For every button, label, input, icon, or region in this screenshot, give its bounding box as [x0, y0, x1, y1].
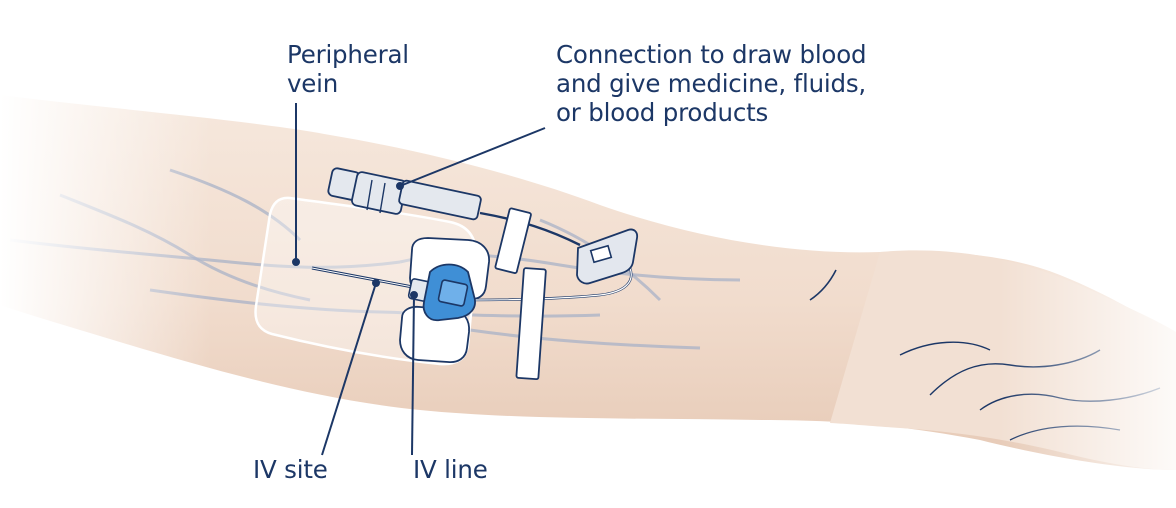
label-iv-line-text: IV line [413, 455, 488, 484]
label-peripheral-vein-line-2: vein [287, 69, 409, 98]
label-connection-line-1: Connection to draw blood [556, 40, 866, 69]
label-connection-line-3: or blood products [556, 98, 866, 127]
leader-iv-line-dot [411, 292, 417, 298]
leader-iv-site-dot [373, 280, 379, 286]
label-iv-line: IV line [413, 455, 488, 484]
leader-connection-dot [397, 183, 403, 189]
label-iv-site: IV site [253, 455, 328, 484]
label-connection-line-2: and give medicine, fluids, [556, 69, 866, 98]
label-iv-site-text: IV site [253, 455, 328, 484]
label-connection: Connection to draw blood and give medici… [556, 40, 866, 127]
label-peripheral-vein-line-1: Peripheral [287, 40, 409, 69]
leader-peripheral-vein-dot [293, 259, 299, 265]
hub-center [438, 280, 468, 307]
label-peripheral-vein: Peripheral vein [287, 40, 409, 98]
